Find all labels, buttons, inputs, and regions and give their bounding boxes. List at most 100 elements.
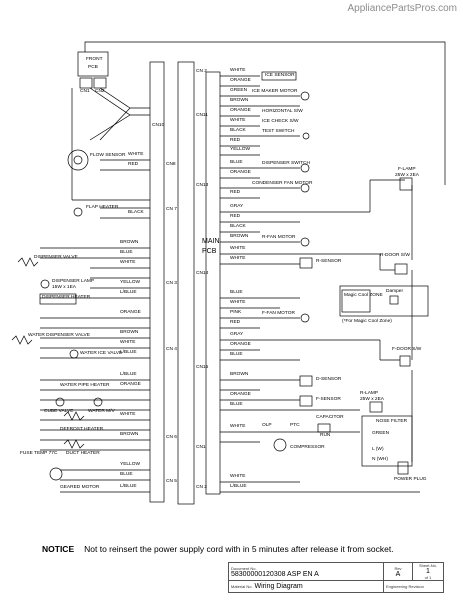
water-mv-symbol [93,397,103,407]
flow-sensor-symbol [67,149,89,171]
cn11-label: CN11 [196,113,208,118]
right-wire-label: GRAY [230,204,244,209]
water-dispenser-valve-label: WATER DISPENSER VALVE [28,333,90,338]
left-wire-label: ORANGE [120,310,141,315]
fuse-temp-label: FUSE TEMP 77C [20,451,58,456]
cn3-label: CN 3 [166,281,177,286]
right-wire-label: WHITE [230,118,246,123]
magic-cool-zone-box [339,285,429,317]
watermark: AppliancePartsPros.com [347,3,458,14]
cn6-label: CN 6 [166,435,177,440]
left-wire-label: L/BLUE [120,350,137,355]
dispenser-switch-label: DISPENSER SWITCH [262,161,310,166]
rev-label: Rev [394,565,402,571]
water-pipe-heater-label: WATER PIPE HEATER [60,383,110,388]
defrost-heater-coil [63,411,85,421]
r-lamp-box [369,401,383,413]
right-wire-label: ORANGE [230,342,251,347]
right-wire-label: RED [230,190,241,195]
cn13-label: CN13 [196,183,209,188]
compressor-label: COMPRESSOR [290,445,325,450]
left-wire-label: BROWN [120,240,139,245]
duct-heater-label: DUCT HEATER [66,451,100,456]
nose-filter-label: NOSE FILTER [376,419,408,424]
damper-box [389,295,399,305]
right-wire-label: GRAY [230,332,244,337]
sheet-of: of 1 [424,575,432,580]
f-lamp-label: F-LAMP [398,167,416,172]
dispenser-heater-label: DISPENSER HEATER [42,295,91,300]
cube-valve-symbol [55,397,65,407]
cube-valve-label: CUBE VALVE [44,409,74,414]
sheet-label: Sheet-No. [418,563,437,568]
front-pcb-cn1: CN1 [80,89,90,94]
left-wire-label: YELLOW [120,462,140,467]
material-label: Material No. [231,584,253,589]
main-pcb-box [177,61,195,505]
r-lamp-label: R-LAMP [360,391,379,396]
left-wire-label: BROWN [120,330,139,335]
dispenser-lamp-rating: 15W x 1EA [52,285,76,290]
right-wire-label: RED [230,320,241,325]
power-plug-label: POWER PLUG [394,477,427,482]
condenser-fan-motor-symbol [300,183,310,193]
rev: A [395,570,401,578]
right-wire-label: BLUE [230,290,243,295]
water-ice-valve-label: WATER ICE VALVE [80,351,123,356]
f-fan-motor-symbol [300,313,310,323]
cn4-label: CN 4 [166,347,177,352]
right-wire-label: WHITE [230,424,246,429]
front-pcb-cn2: CN2 [95,89,105,94]
d-sensor-box [299,375,313,387]
sheet: 1 [426,568,430,575]
damper-label: Damper [386,289,404,294]
right-wire-label: BROWN [230,234,249,239]
cn-pin-strip-left [149,61,165,503]
cn14-label: CN14 [196,271,209,276]
test-switch-label: TEST SWITCH [262,129,295,134]
r-door-switch-box [394,263,408,275]
right-wire-label: GREEN [230,88,248,93]
right-wire-label: BLACK [230,128,246,133]
right-wire-label: ORANGE [230,392,251,397]
main-pcb-label-2: PCB [202,248,217,255]
front-pcb-label-2: PCB [88,65,98,70]
defrost-heater-label: DEFROST HEATER [60,427,104,432]
f-lamp-box [399,177,413,191]
right-wire-stubs [220,75,420,493]
cn8-wire-label: WHITE [128,152,144,157]
power-plug-box [397,461,409,475]
cn15-label: CN15 [196,365,209,370]
flow-sensor-label: FLOW SENSOR [90,153,126,158]
dispenser-switch-symbol [300,163,310,173]
r-fan-motor-label: R-FAN MOTOR [262,235,296,240]
capacitor-box [317,423,331,433]
geared-motor-symbol [49,467,63,481]
compressor-symbol [273,438,287,452]
right-wire-label: L/BLUE [230,484,247,489]
right-wire-label: WHITE [230,68,246,73]
engineering-revision: Engineering Revision [383,580,444,593]
right-wire-label: ORANGE [230,170,251,175]
r-lamp-rating: 25W x 2EA [360,397,384,402]
right-wire-label: BROWN [230,372,249,377]
water-dispenser-valve-coil [11,335,33,345]
water-mv-label: WATER M/V [88,409,115,414]
left-wire-label: BLUE [120,472,133,477]
cn7-wire-label: BLACK [128,210,144,215]
front-pcb-box [77,51,109,77]
dispenser-valve-label: DISPENSER VALVE [34,255,78,260]
ice-sensor-label: ICE SENSOR [265,73,295,78]
doc-no-label: Document No. [231,565,257,571]
right-wire-label: BLACK [230,224,246,229]
left-wire-label: ORANGE [120,382,141,387]
l-label: L (W) [372,447,384,452]
r-door-sw-label: R-DOOR S/W [380,253,410,258]
right-wire-label: BLUE [230,402,243,407]
dispenser-valve-coil [17,257,39,267]
f-door-switch-box [399,355,411,367]
right-wire-label: WHITE [230,300,246,305]
magic-note-label: (*For Magic Cool Zone) [342,319,392,324]
right-wire-label: ORANGE [230,78,251,83]
dispenser-lamp-symbol [40,279,50,289]
